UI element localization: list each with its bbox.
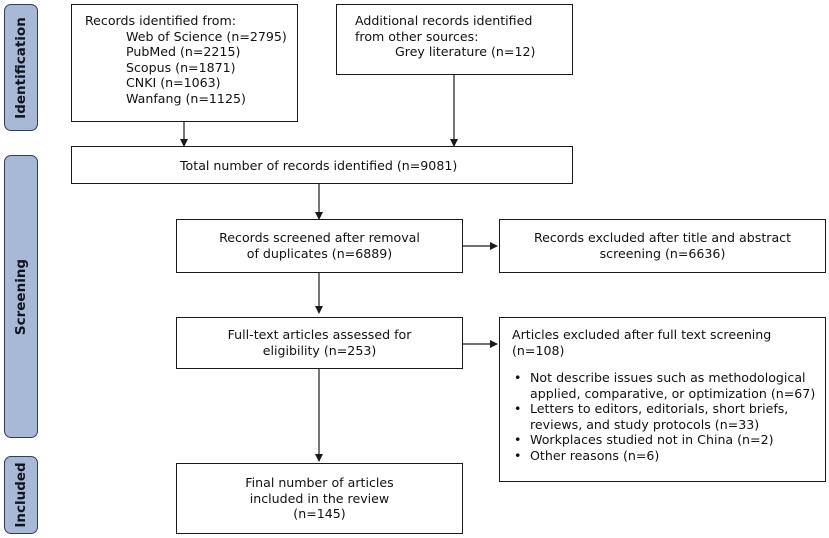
excluded-fulltext-box: Articles excluded after full text screen…	[499, 317, 826, 482]
fulltext-line1: Full-text articles assessed for	[227, 327, 412, 342]
screened-box: Records screened after removal of duplic…	[176, 219, 463, 273]
exclusion-reason: Not describe issues such as methodologic…	[512, 370, 825, 401]
exclusion-reasons-list: Not describe issues such as methodologic…	[512, 370, 825, 463]
excluded-ta-line1: Records excluded after title and abstrac…	[533, 230, 792, 245]
final-line1: Final number of articles	[245, 475, 394, 490]
total-records-box: Total number of records identified (n=90…	[71, 146, 573, 184]
database-entry: Wanfang (n=1125)	[126, 90, 246, 106]
excluded-ft-heading-line1: Articles excluded after full text screen…	[512, 327, 772, 342]
excluded-ta-line2: screening (n=6636)	[599, 245, 726, 261]
screened-line1: Records screened after removal	[219, 230, 420, 245]
other-source-entry: Grey literature (n=12)	[395, 44, 536, 59]
other-sources-box: Additional records identified from other…	[336, 4, 573, 75]
exclusion-reason: Workplaces studied not in China (n=2)	[512, 432, 825, 448]
database-entry: CNKI (n=1063)	[126, 75, 221, 90]
fulltext-line2: eligibility (n=253)	[262, 342, 377, 358]
phase-identification-label: Identification	[13, 16, 29, 119]
final-line2: included in the review	[249, 490, 390, 506]
fulltext-box: Full-text articles assessed for eligibil…	[176, 317, 463, 369]
exclusion-reason: Other reasons (n=6)	[512, 448, 825, 464]
excluded-ft-heading-line2: (n=108)	[512, 342, 565, 358]
excluded-title-abstract-box: Records excluded after title and abstrac…	[499, 219, 826, 273]
phase-identification: Identification	[4, 4, 38, 131]
screened-line2: of duplicates (n=6889)	[246, 245, 393, 261]
exclusion-reason: Letters to editors, editorials, short br…	[512, 401, 825, 432]
phase-screening: Screening	[4, 155, 38, 438]
other-sources-heading-line2: from other sources:	[355, 28, 479, 44]
phase-screening-label: Screening	[13, 258, 29, 335]
databases-box: Records identified from: Web of Science …	[71, 4, 298, 122]
database-entry: PubMed (n=2215)	[126, 44, 241, 59]
final-line3: (n=145)	[293, 506, 346, 521]
final-included-box: Final number of articles included in the…	[176, 463, 463, 534]
other-sources-heading-line1: Additional records identified	[355, 13, 533, 28]
databases-heading: Records identified from:	[85, 13, 236, 28]
phase-included-label: Included	[13, 462, 29, 528]
total-records-text: Total number of records identified (n=90…	[180, 158, 458, 173]
database-entry: Web of Science (n=2795)	[126, 28, 287, 44]
phase-included: Included	[4, 456, 38, 534]
database-entry: Scopus (n=1871)	[126, 59, 236, 75]
